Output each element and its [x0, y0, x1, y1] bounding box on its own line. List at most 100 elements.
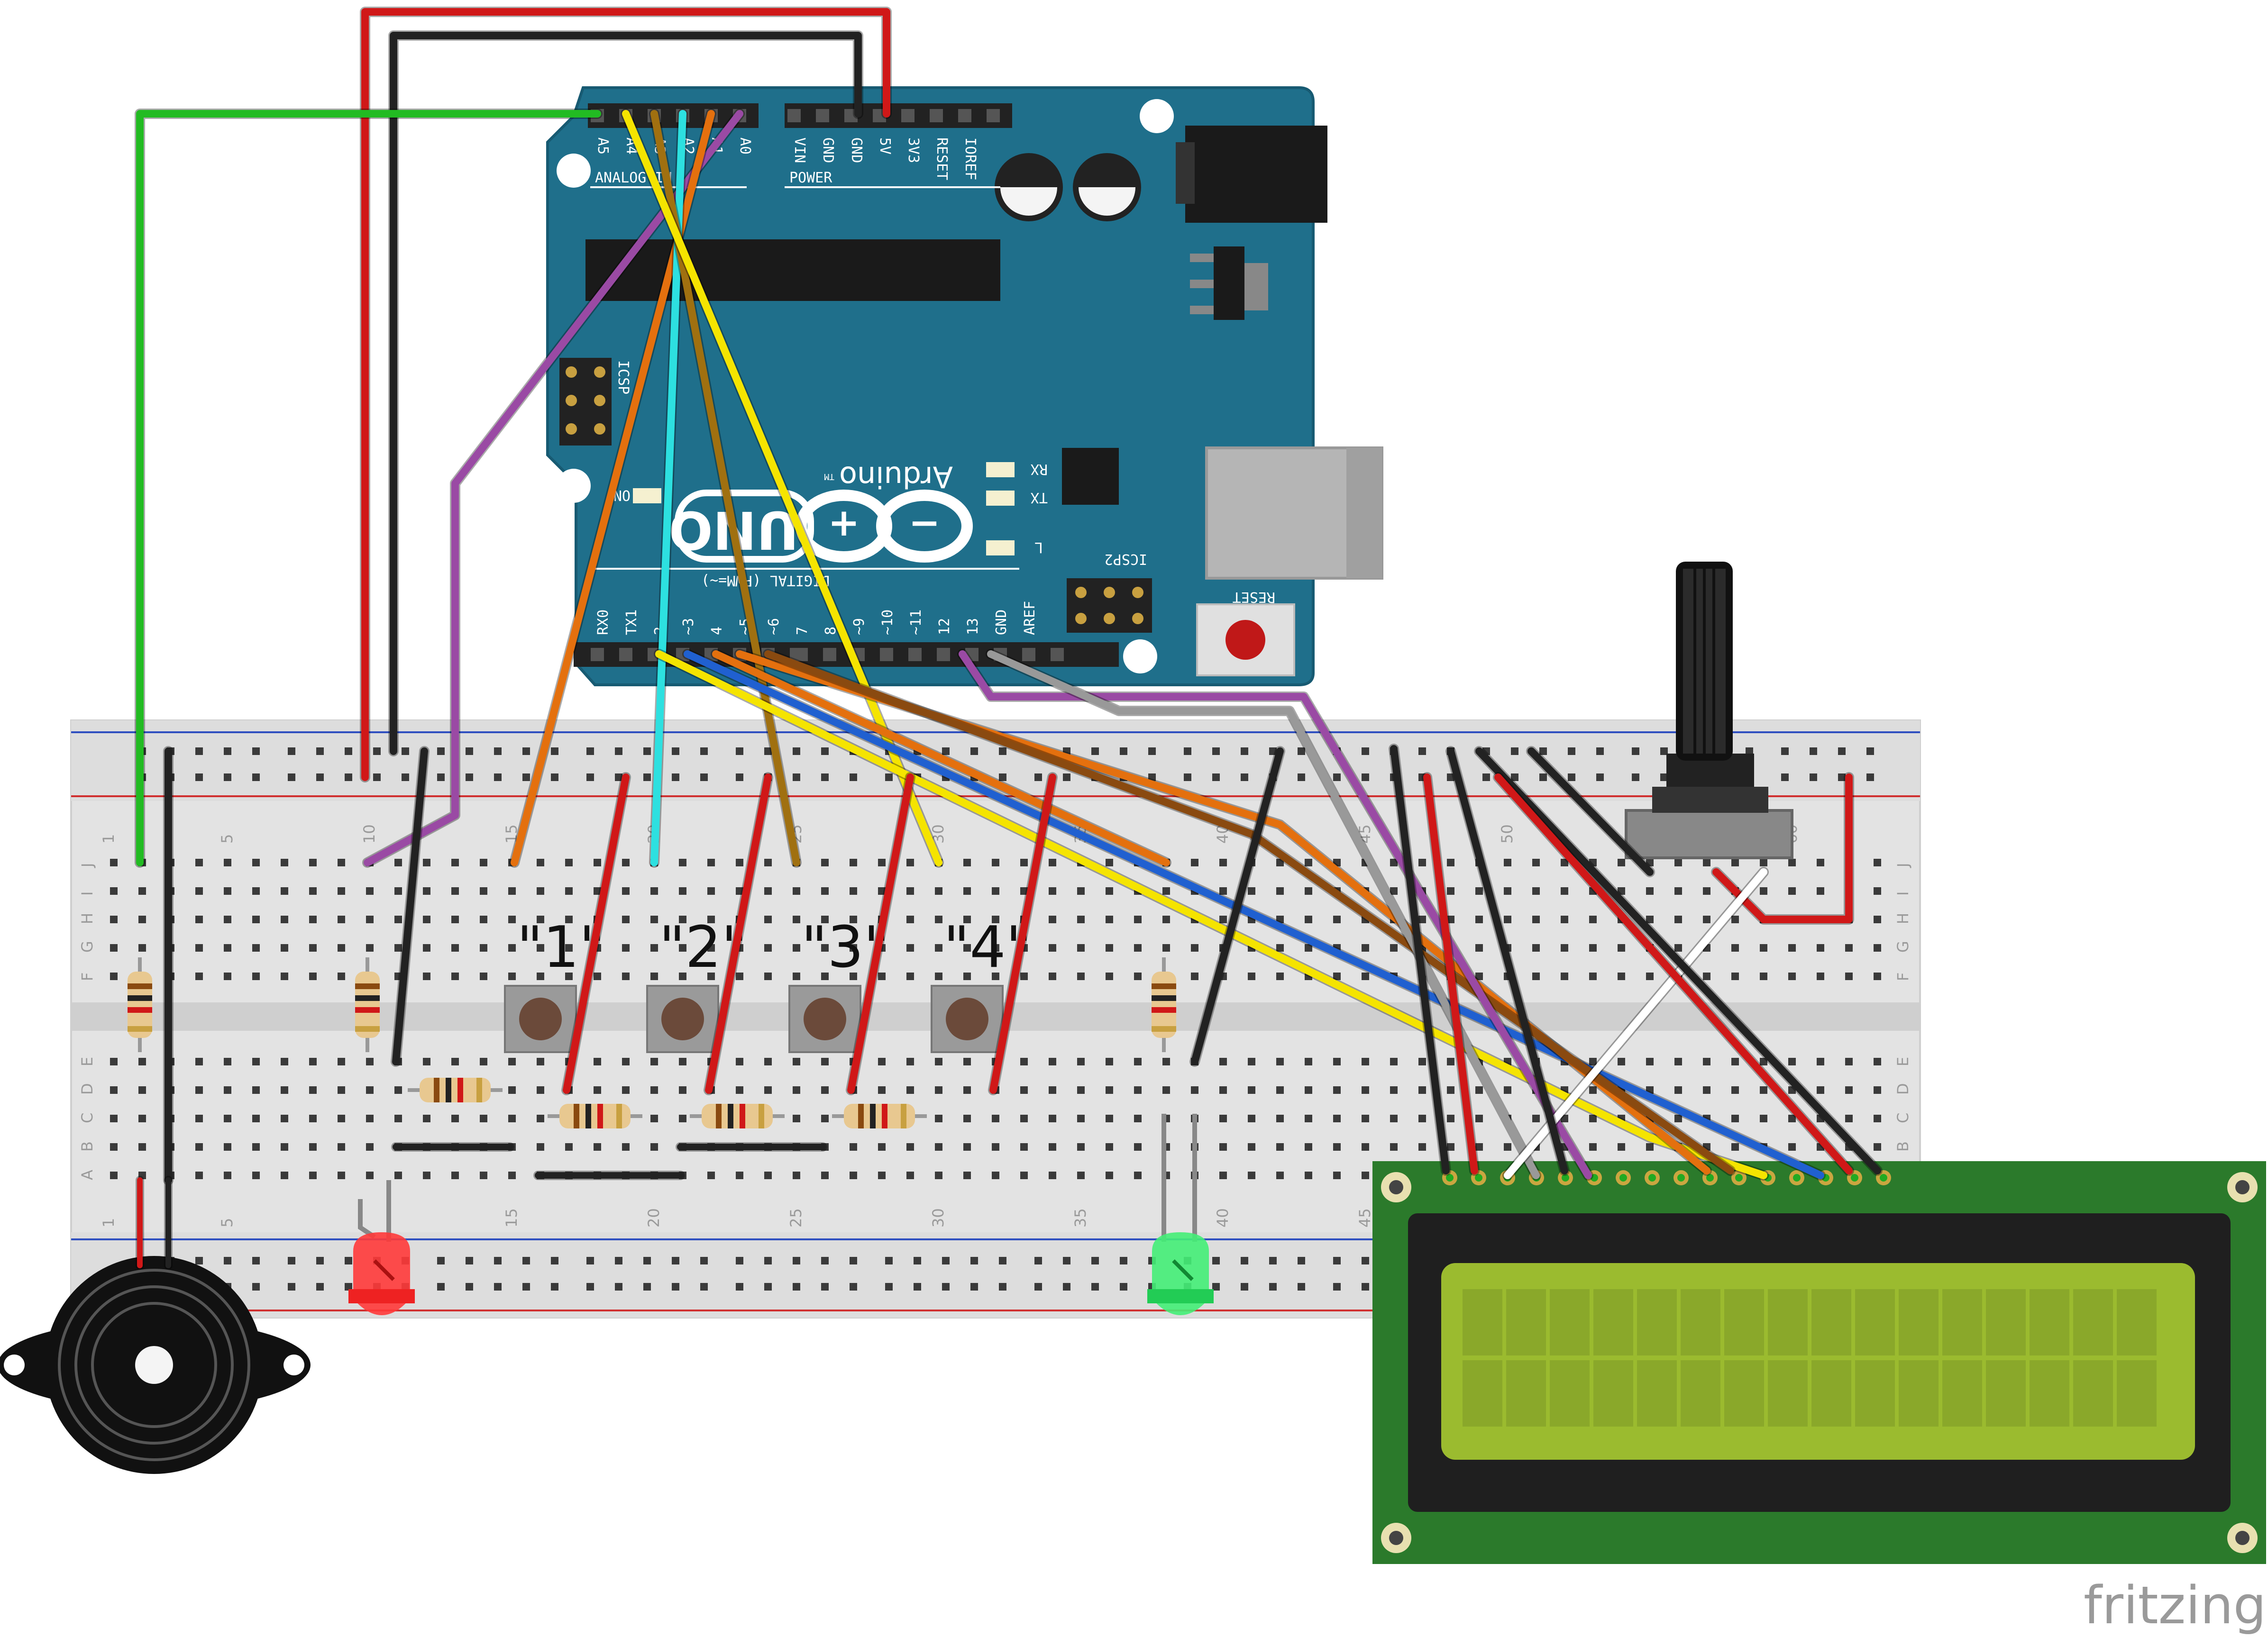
wire: [1494, 773, 1853, 1174]
digital-pin-label: 12: [936, 618, 953, 635]
wire: [563, 773, 630, 1094]
led-tx-label: TX: [1031, 489, 1048, 506]
push-button-1[interactable]: [504, 985, 577, 1053]
resistor: [690, 1104, 785, 1128]
arduino-brand: Arduino: [839, 460, 953, 494]
digital-pin-label: AREF: [1022, 601, 1038, 635]
mount-hole: [1123, 639, 1157, 673]
wire: [684, 650, 1824, 1179]
power-pin-label: 5V: [877, 137, 893, 155]
col-num-5: 5: [218, 834, 236, 844]
push-button-3[interactable]: [788, 985, 861, 1053]
row-letter-g-right: G: [1894, 941, 1912, 953]
header-pins: [591, 109, 1064, 661]
row-letter-i-right: I: [1894, 891, 1912, 896]
mount-hole: [1140, 99, 1174, 133]
red-led: [348, 1180, 415, 1315]
wires: [135, 7, 1883, 1270]
row-letter-d: D: [78, 1083, 96, 1095]
svg-text:+: +: [828, 500, 860, 545]
icsp2-header: [1067, 578, 1152, 633]
green-led: [1147, 1114, 1214, 1315]
microcontroller-chip: [585, 239, 1000, 301]
led-tx: [986, 491, 1015, 506]
power-pin-label: GND: [848, 137, 865, 163]
icsp-label: ICSP: [615, 360, 631, 394]
analog-header-label: ANALOG IN: [595, 170, 672, 186]
mount-hole: [557, 469, 591, 503]
digital-pin-label: RX0: [595, 609, 612, 635]
digital-pin-label: ~6: [766, 618, 782, 635]
digital-pin-label: ~10: [879, 609, 896, 635]
wire: [705, 773, 772, 1094]
col-num-bottom-1: 1: [100, 1218, 118, 1228]
row-letter-e-right: E: [1894, 1057, 1912, 1066]
power-pin-label: VIN: [791, 137, 808, 163]
icsp-header: [559, 358, 612, 446]
row-letter-c: C: [78, 1113, 96, 1123]
mount-hole: [557, 154, 591, 188]
power-jack: [1185, 126, 1327, 223]
digital-pin-label: ~11: [908, 609, 924, 635]
wire: [847, 773, 914, 1094]
wire: [361, 8, 890, 781]
row-letter-h-right: H: [1894, 913, 1912, 924]
col-num-bottom-15: 15: [503, 1208, 521, 1228]
digital-pin-label: ~3: [680, 618, 697, 635]
digital-pin-label: 7: [794, 627, 811, 635]
resistor: [832, 1104, 927, 1128]
wire: [1191, 747, 1284, 1065]
wire: [1390, 745, 1450, 1174]
power-jack-tab: [1176, 142, 1195, 204]
led-l: [986, 540, 1015, 555]
reset-button[interactable]: [1196, 603, 1295, 676]
row-letter-b-right: B: [1894, 1141, 1912, 1152]
col-num-bottom-45: 45: [1356, 1208, 1374, 1228]
col-num-10: 10: [360, 824, 378, 844]
col-num-1: 1: [100, 834, 118, 844]
analog-pin-label: A0: [737, 137, 753, 155]
resistor: [1152, 957, 1176, 1052]
wire: [390, 32, 862, 755]
potentiometer[interactable]: [1625, 562, 1793, 859]
wire: [136, 110, 601, 866]
row-letter-b: B: [78, 1141, 96, 1152]
digital-pin-label: GND: [993, 609, 1010, 635]
power-pin-label: RESET: [933, 137, 950, 180]
resistors: [128, 957, 1176, 1128]
analog-pin-label: A5: [594, 137, 611, 155]
row-letter-a: A: [78, 1170, 96, 1180]
wire: [622, 110, 942, 866]
row-letter-d-right: D: [1894, 1083, 1912, 1095]
wire: [987, 650, 1540, 1179]
wire: [1475, 747, 1881, 1174]
voltage-regulator: [1214, 246, 1244, 320]
row-letter-f: F: [78, 973, 96, 981]
fritzing-watermark: fritzing: [2084, 1575, 2266, 1636]
led-rx: [986, 462, 1015, 477]
row-letter-g: G: [78, 941, 96, 953]
col-num-bottom-20: 20: [645, 1208, 663, 1228]
digital-pin-label: ~9: [851, 618, 868, 635]
wire: [1527, 747, 1654, 876]
push-button-4[interactable]: [931, 985, 1004, 1053]
lcd-display: [1372, 1161, 2266, 1564]
push-button-2[interactable]: [646, 985, 719, 1053]
piezo-buzzer: [0, 1256, 311, 1474]
led-l-label: L: [1034, 539, 1043, 555]
col-num-bottom-5: 5: [218, 1218, 236, 1228]
power-pin-label: IOREF: [962, 137, 979, 180]
resistor: [355, 957, 380, 1052]
svg-text:−: −: [908, 500, 940, 545]
digital-pin-label: TX1: [623, 609, 640, 635]
wire: [712, 650, 1170, 866]
usb-chip: [1062, 448, 1119, 505]
power-pin-label: GND: [820, 137, 836, 163]
col-num-bottom-25: 25: [787, 1208, 805, 1228]
wire: [1447, 747, 1568, 1174]
digital-header-label: DIGITAL (PWM=~): [701, 572, 830, 589]
col-num-bottom-40: 40: [1214, 1208, 1232, 1228]
